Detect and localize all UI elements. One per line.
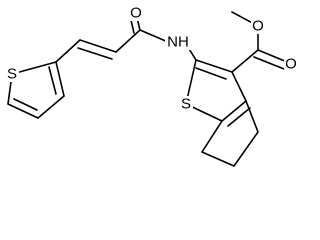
bond-alkene-double-b <box>77 47 113 60</box>
bond-thienyl-c2-c3-double-a <box>55 61 65 97</box>
bond-c6-c7a <box>201 120 223 153</box>
bond-c3a-c4 <box>245 100 259 133</box>
bond-thienyl-c4-c5-double-a <box>7 103 39 119</box>
bond-thienyl-s-c2 <box>11 61 57 75</box>
bond-nh-carbonyl <box>139 29 169 43</box>
fused-thiophene-sulfur-label: S <box>181 96 191 113</box>
bond-thienyl-c3-c4 <box>37 95 65 119</box>
bond-c3a-c3 <box>231 71 247 102</box>
atom-labels: O NH O O S S <box>5 5 298 113</box>
amide-nitrogen-label: NH <box>167 34 189 51</box>
structure-canvas: O NH O O S S <box>5 5 298 167</box>
molecule-drawing: O NH O O S S <box>5 5 298 167</box>
bond-thienyl-c2-c3-double-b <box>48 66 57 95</box>
pendant-thiophene-sulfur-label: S <box>7 66 17 83</box>
bond-ester-c3 <box>231 49 259 73</box>
bond-carbonyl-alkene <box>115 29 141 53</box>
carbonyl-oxygen-label: O <box>130 5 142 22</box>
bond-alkene-thienyl <box>55 39 81 63</box>
bond-c7a-c3a-double-a <box>221 100 247 122</box>
ester-carbonyl-oxygen-label: O <box>285 56 297 73</box>
bond-alkene-double-a <box>79 39 117 53</box>
bond-ester-carbonyl-double-b <box>253 56 290 72</box>
bond-c3-c2-double-a <box>195 59 233 73</box>
ester-ether-oxygen-label: O <box>252 18 264 35</box>
bonds <box>7 11 293 167</box>
bond-thienyl-c4-c5-double-b <box>13 98 38 111</box>
bond-c5-c6 <box>201 151 235 167</box>
bond-c7a-c3a-double-b <box>227 107 251 127</box>
bond-c3-c2-double-b <box>195 67 227 80</box>
bond-c4-c5 <box>233 131 259 167</box>
